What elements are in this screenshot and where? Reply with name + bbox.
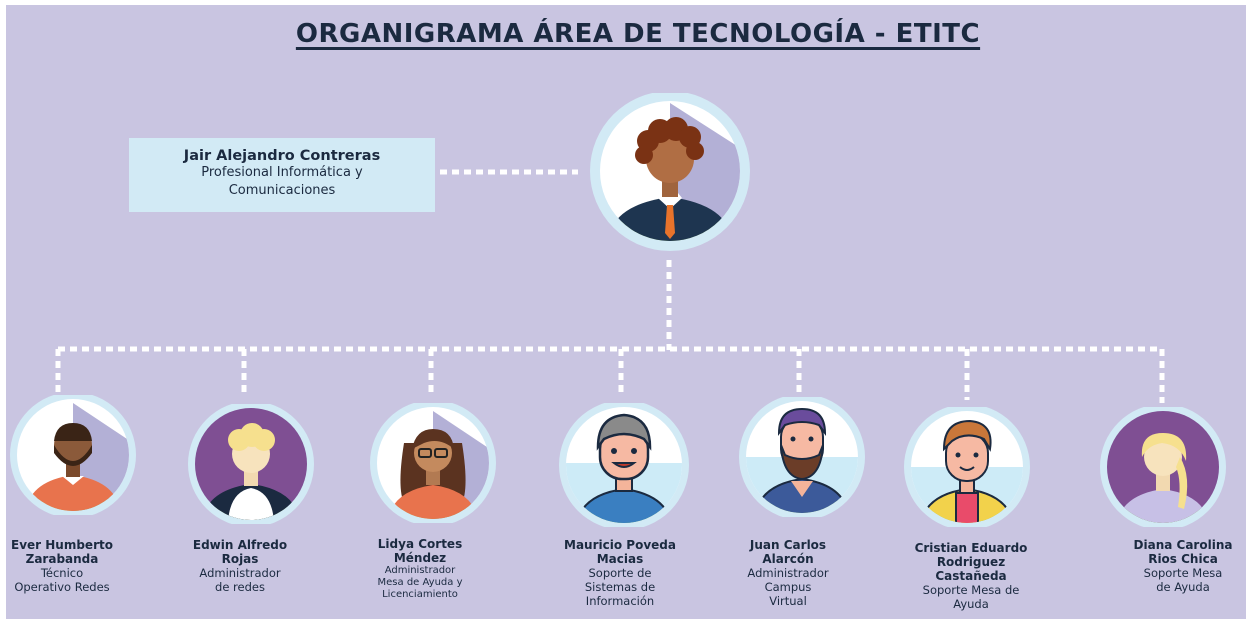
staff-role: de Ayuda — [1156, 580, 1210, 594]
staff-role: Operativo Redes — [14, 580, 110, 594]
staff-name: Mauricio Poveda — [564, 538, 676, 552]
bearded-man-avatar-icon — [739, 397, 865, 517]
head-name: Jair Alejandro Contreras — [183, 148, 381, 164]
head-role-line-1: Profesional Informática y — [201, 165, 363, 180]
staff-caption-5: Juan Carlos Alarcón Administrador Campus… — [730, 538, 846, 608]
staff-role: Administrador — [384, 565, 456, 576]
staff-name: Méndez — [393, 551, 447, 565]
staff-name: Juan Carlos — [749, 538, 827, 552]
staff-name: Zarabanda — [25, 552, 99, 566]
staff-name: Castañeda — [935, 569, 1007, 583]
staff-role: Soporte de — [588, 566, 652, 580]
chart-title: ORGANIGRAMA ÁREA DE TECNOLOGÍA - ETITC — [295, 19, 981, 49]
man-beard-avatar-icon — [10, 395, 136, 515]
staff-role: Licenciamiento — [382, 589, 458, 600]
staff-role: Soporte Mesa de — [922, 583, 1020, 597]
staff-role: Administrador — [747, 566, 829, 580]
staff-name: Ever Humberto — [11, 538, 113, 552]
staff-name: Diana Carolina — [1133, 538, 1233, 552]
staff-name: Alarcón — [762, 552, 814, 566]
staff-role: Información — [585, 594, 655, 608]
staff-role: Administrador — [199, 566, 281, 580]
staff-caption-3: Lidya Cortes Méndez Administrador Mesa d… — [361, 537, 479, 601]
staff-name: Rios Chica — [1148, 552, 1218, 566]
staff-caption-7: Diana Carolina Rios Chica Soporte Mesa d… — [1120, 538, 1246, 594]
staff-name: Edwin Alfredo — [192, 538, 288, 552]
staff-caption-4: Mauricio Poveda Macias Soporte de Sistem… — [550, 538, 690, 608]
staff-role: Mesa de Ayuda y — [377, 577, 463, 588]
staff-role: Campus — [764, 580, 812, 594]
connector-lines — [55, 169, 1165, 403]
woman-glasses-avatar-icon — [370, 403, 496, 523]
staff-name: Rodriguez — [936, 555, 1006, 569]
staff-caption-2: Edwin Alfredo Rojas Administrador de red… — [180, 538, 300, 594]
staff-role: Sistemas de — [584, 580, 656, 594]
staff-caption-1: Ever Humberto Zarabanda Técnico Operativ… — [6, 538, 118, 594]
staff-caption-6: Cristian Eduardo Rodriguez Castañeda Sop… — [901, 541, 1041, 611]
org-chart-canvas: ORGANIGRAMA ÁREA DE TECNOLOGÍA - ETITC J… — [6, 5, 1246, 619]
staff-name: Rojas — [221, 552, 259, 566]
blonde-woman-avatar-icon — [1100, 407, 1226, 527]
smiling-man-avatar-icon — [559, 403, 689, 527]
staff-role: Ayuda — [953, 597, 989, 611]
staff-role: Técnico — [40, 566, 84, 580]
staff-role: Virtual — [769, 594, 807, 608]
head-name-box: Jair Alejandro Contreras Profesional Inf… — [129, 138, 435, 212]
blond-person-avatar-icon — [188, 404, 314, 524]
head-role-line-2: Comunicaciones — [228, 183, 336, 198]
man-curly-hair-tie-avatar-icon — [590, 93, 750, 251]
staff-name: Macias — [596, 552, 644, 566]
young-man-avatar-icon — [904, 407, 1030, 527]
staff-name: Lidya Cortes — [377, 537, 463, 551]
staff-name: Cristian Eduardo — [914, 541, 1028, 555]
staff-role: Soporte Mesa — [1143, 566, 1223, 580]
staff-role: de redes — [215, 580, 265, 594]
